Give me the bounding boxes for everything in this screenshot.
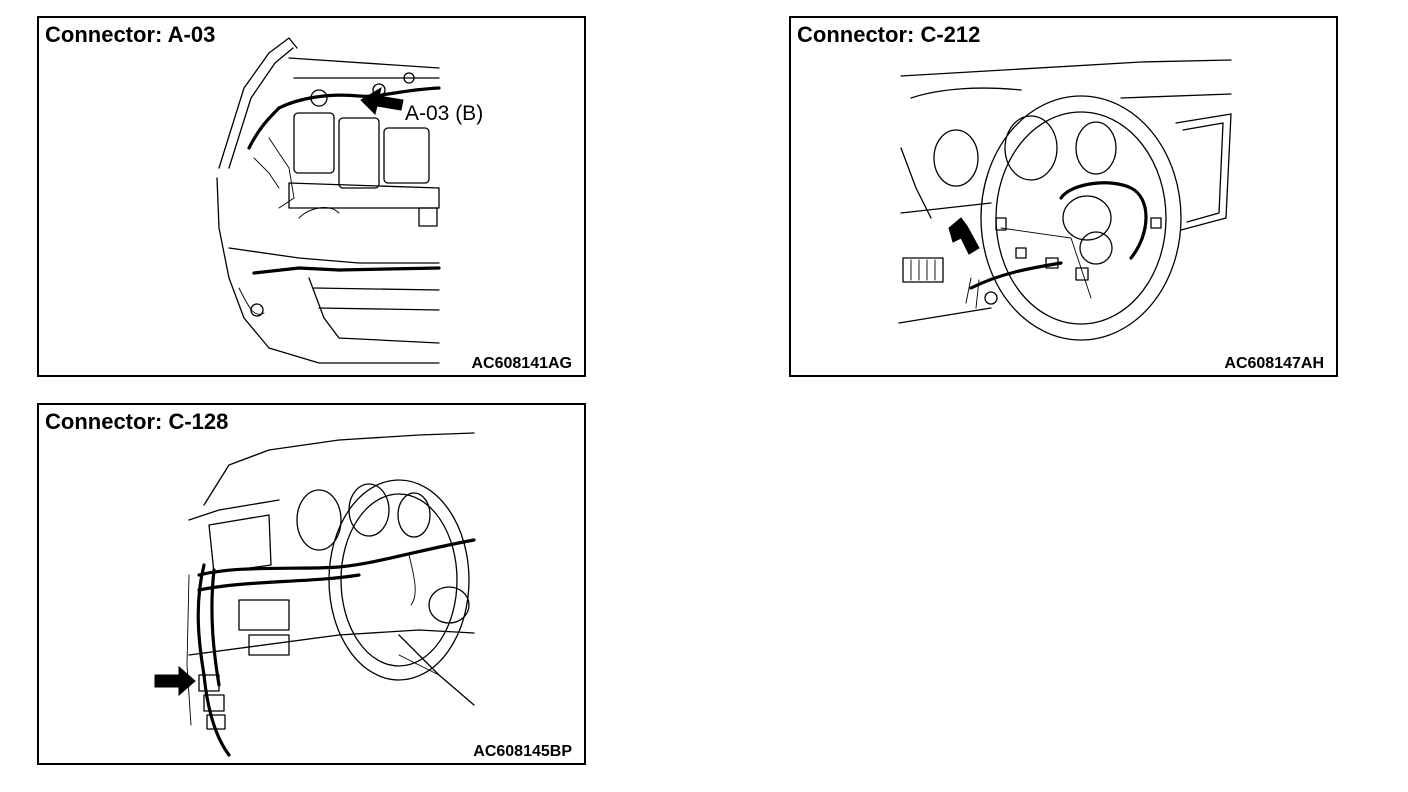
connector-panel-a03: Connector: A-03 A-03 (B) AC608141AG (37, 16, 586, 377)
pointer-arrow-icon (360, 86, 404, 115)
connector-callout-label: A-03 (B) (405, 102, 484, 125)
connector-panel-c212: Connector: C-212 AC608 (789, 16, 1338, 377)
pointer-arrow-icon (154, 665, 196, 697)
pointer-arrow-icon (948, 217, 980, 255)
engine-compartment-illustration (216, 37, 441, 364)
figure-code: AC608145BP (473, 743, 572, 760)
connector-panel-c128: Connector: C-128 AC608145BP (37, 403, 586, 765)
panel-title: Connector: C-128 (45, 409, 229, 434)
dashboard-harness-illustration (154, 432, 476, 757)
panel-title: Connector: C-212 (797, 22, 981, 47)
figure-code: AC608141AG (471, 355, 573, 372)
figure-code: AC608147AH (1224, 355, 1324, 372)
panel-title: Connector: A-03 (45, 22, 216, 47)
steering-wheel-illustration (898, 59, 1232, 341)
